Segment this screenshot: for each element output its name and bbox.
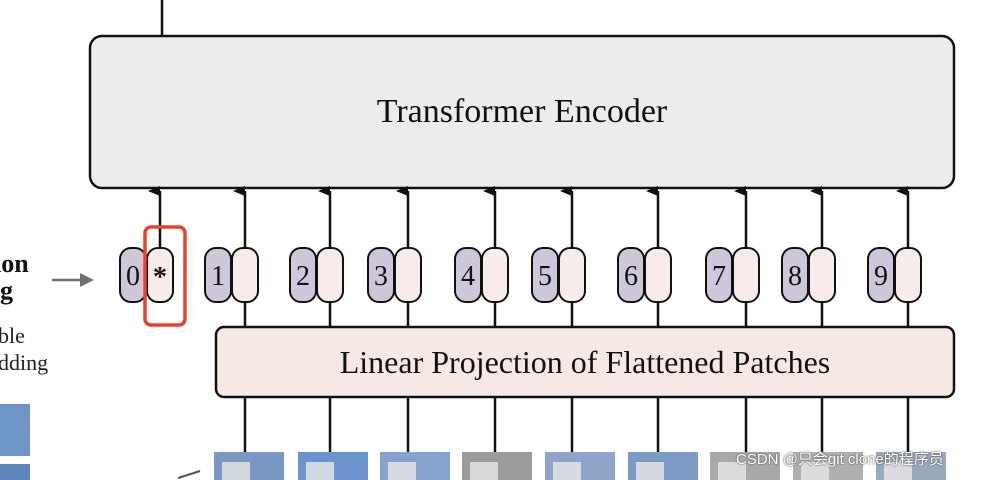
patch-embedding-7 <box>732 247 760 303</box>
patch-embedding-8 <box>808 247 836 303</box>
patch-lines <box>243 302 910 452</box>
position-label-0: 0 <box>126 261 140 292</box>
class-token-highlight <box>143 225 187 327</box>
patch-embedding-2 <box>316 247 344 303</box>
source-image-thumb-bottom <box>0 464 30 480</box>
side-arrow-head <box>80 273 94 287</box>
patch-embedding-4 <box>481 247 509 303</box>
position-label-4: 4 <box>461 261 475 292</box>
watermark: CSDN @只会git clone的程序员 <box>736 451 944 468</box>
patch-image-detail-9 <box>884 462 912 480</box>
source-image-arrow <box>177 470 201 479</box>
patch-image-detail-5 <box>553 462 581 480</box>
position-label-8: 8 <box>788 261 802 292</box>
linear-projection-label: Linear Projection of Flattened Patches <box>340 344 831 380</box>
patch-embedding-3 <box>394 247 422 303</box>
position-label-2: 2 <box>296 261 310 292</box>
token-row: 0 * 1 2 3 4 5 6 7 8 9 <box>119 247 922 303</box>
patch-image-detail-2 <box>306 462 334 480</box>
patch-embedding-9 <box>894 247 922 303</box>
patch-image-detail-8 <box>801 462 829 480</box>
side-label-line4: dding <box>0 350 48 375</box>
class-token-embedding <box>146 247 174 303</box>
position-label-7: 7 <box>712 261 726 292</box>
token-arrows <box>148 186 910 248</box>
patch-embedding-1 <box>231 247 259 303</box>
class-token-label: * <box>153 262 167 293</box>
patch-embedding-6 <box>644 247 672 303</box>
position-label-5: 5 <box>538 261 552 292</box>
position-label-1: 1 <box>211 261 225 292</box>
position-label-9: 9 <box>874 261 888 292</box>
patch-image-detail-6 <box>636 462 664 480</box>
position-label-6: 6 <box>624 261 638 292</box>
patch-embedding-5 <box>558 247 586 303</box>
side-label-line1: ion <box>0 249 29 278</box>
patch-image-detail-1 <box>222 462 250 480</box>
side-label-line2: g <box>0 276 13 305</box>
patch-images <box>214 452 946 480</box>
source-image-thumb-top <box>0 404 30 456</box>
patch-image-detail-3 <box>388 462 416 480</box>
patch-image-detail-4 <box>470 462 498 480</box>
side-label-line3: ble <box>0 323 25 348</box>
transformer-encoder-label: Transformer Encoder <box>377 93 668 130</box>
linear-projection-box <box>214 325 956 399</box>
position-label-3: 3 <box>374 261 388 292</box>
patch-image-detail-7 <box>718 462 746 480</box>
transformer-encoder-box <box>88 34 956 190</box>
